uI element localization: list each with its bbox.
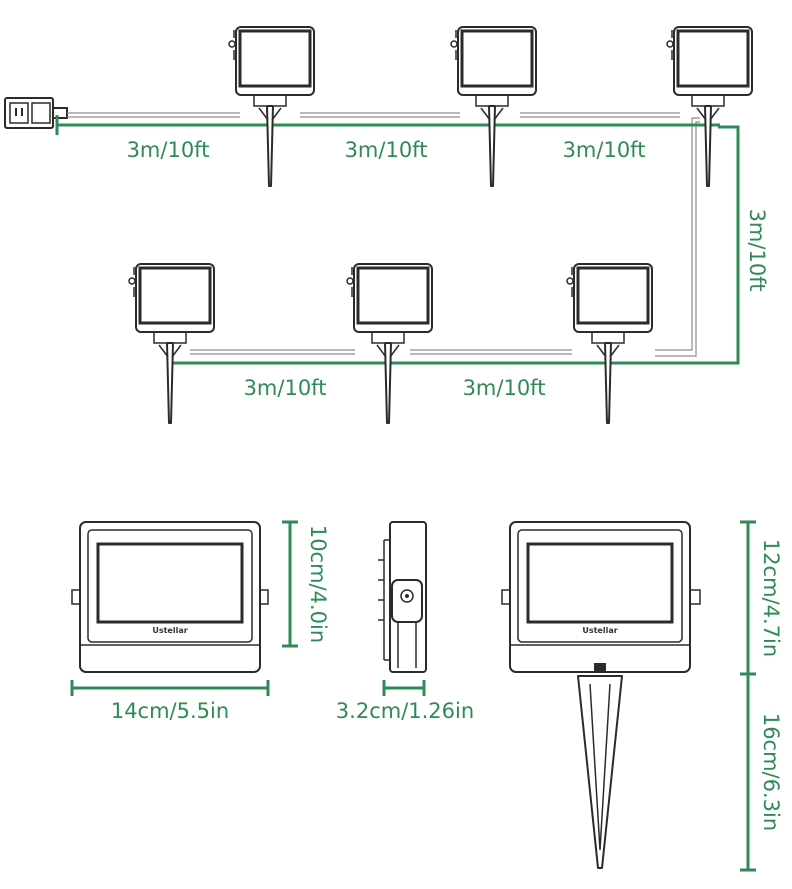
stake-length-label: 16cm/6.3in [759, 713, 783, 831]
width-dimension-label: 14cm/5.5in [111, 699, 229, 723]
ground-stake-icon [577, 675, 623, 869]
flood-light-icon [449, 25, 538, 188]
segment-length-label: 3m/10ft [563, 138, 646, 162]
side-view [378, 521, 427, 673]
light-height-label: 12cm/4.7in [759, 539, 783, 657]
power-cable [67, 112, 700, 357]
segment-length-label: 3m/10ft [127, 138, 210, 162]
flood-light-icon [127, 262, 216, 425]
flood-light-icon [345, 262, 434, 425]
flood-light-icon [565, 262, 654, 425]
height-dimension-line [740, 520, 756, 872]
width-dimension-line [70, 680, 270, 696]
flood-light-icon [227, 25, 316, 188]
height-dimension-line [282, 520, 298, 648]
power-plug-icon [4, 97, 68, 129]
stake-mounted-light: Ustellar [501, 521, 701, 673]
depth-dimension-label: 3.2cm/1.26in [336, 699, 474, 723]
segment-length-label: 3m/10ft [463, 376, 546, 400]
height-dimension-label: 10cm/4.0in [306, 525, 330, 643]
brand-logo: Ustellar [582, 626, 617, 635]
segment-length-label: 3m/10ft [745, 209, 769, 292]
front-view: Ustellar [71, 521, 269, 673]
depth-dimension-line [382, 680, 426, 696]
segment-length-label: 3m/10ft [345, 138, 428, 162]
brand-logo: Ustellar [152, 626, 187, 635]
segment-length-label: 3m/10ft [244, 376, 327, 400]
